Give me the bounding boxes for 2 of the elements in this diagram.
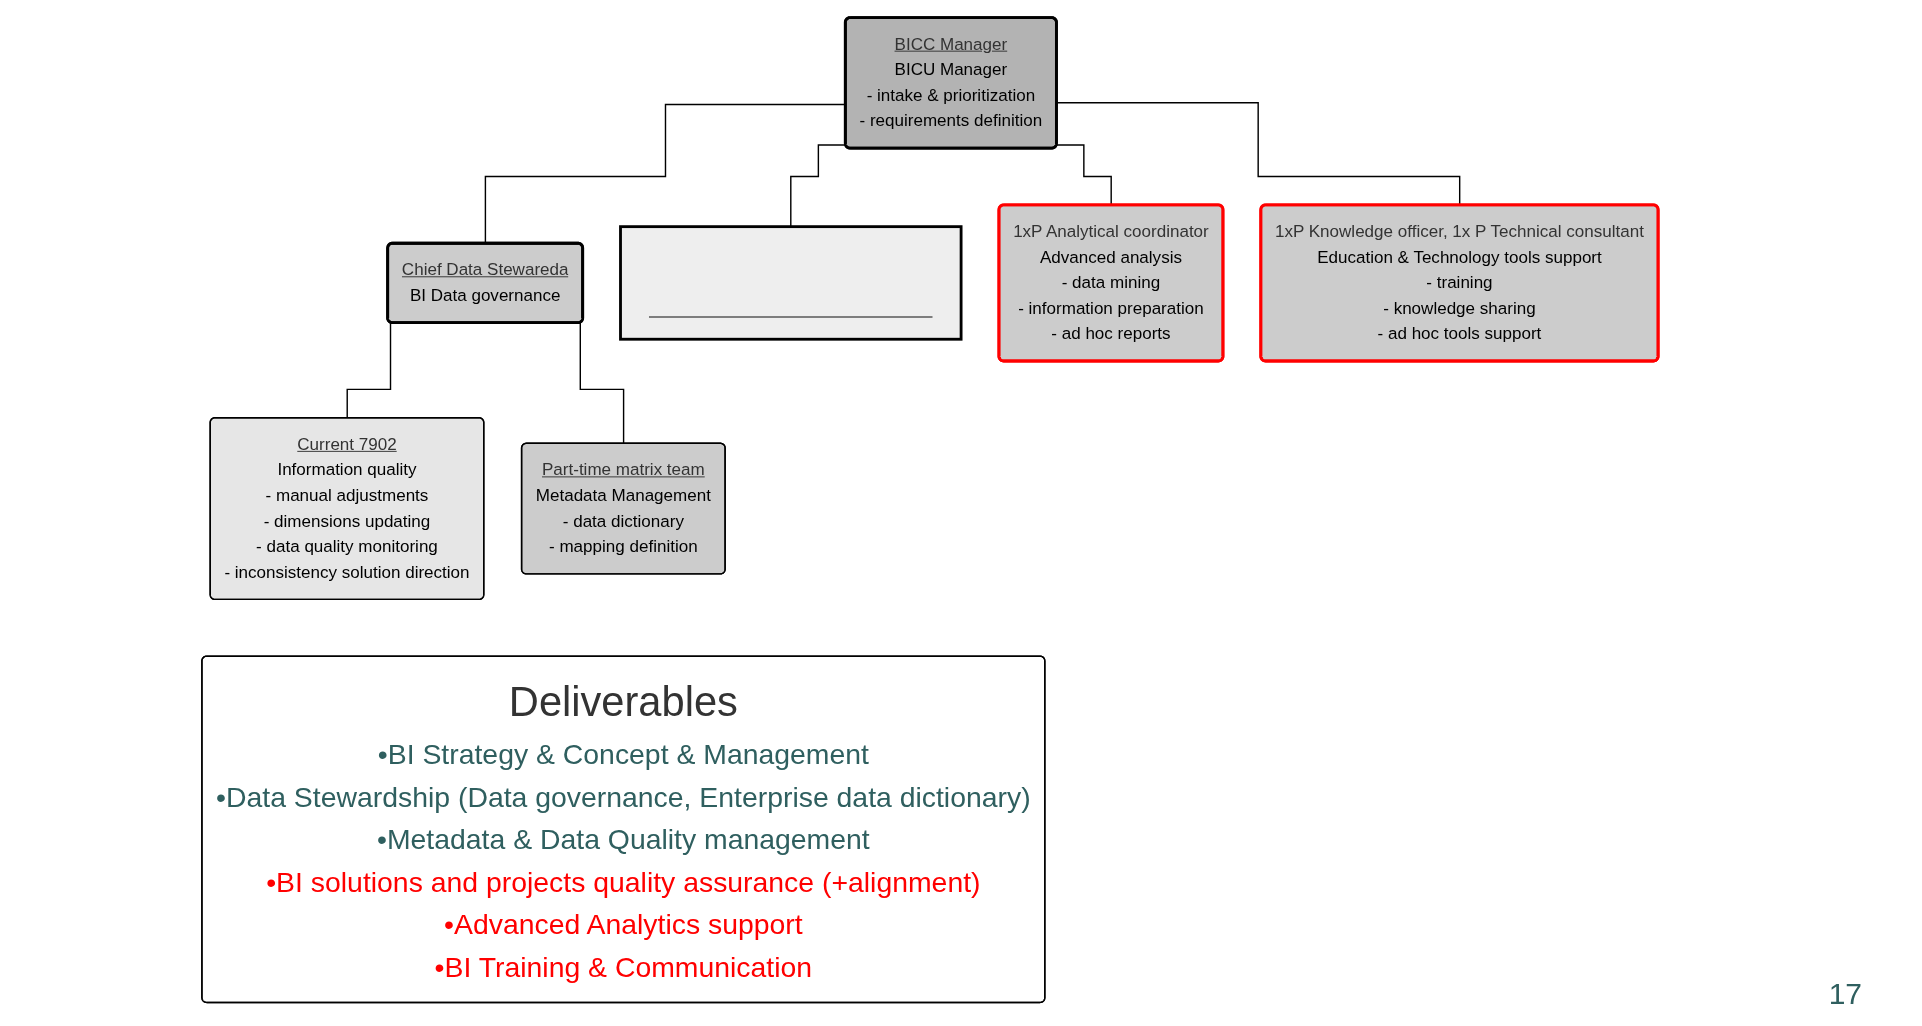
page-number: 17 xyxy=(1828,977,1862,1010)
node-box xyxy=(619,225,963,341)
